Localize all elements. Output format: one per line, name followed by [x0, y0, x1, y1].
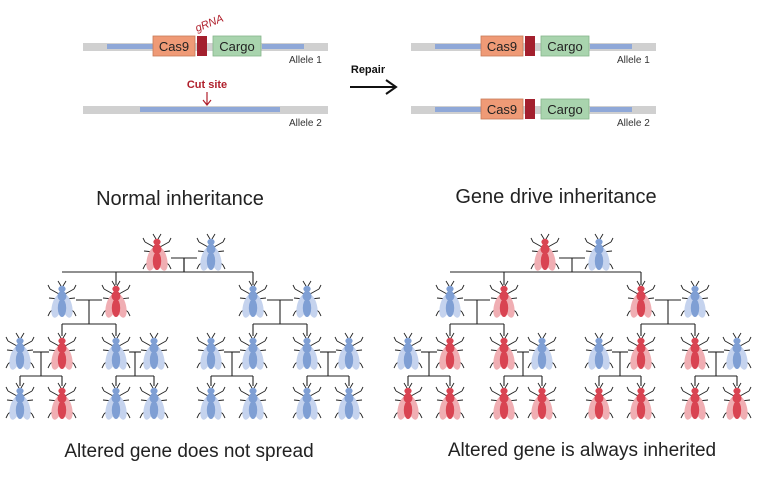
- fly-blue: [292, 332, 322, 370]
- normal-title: Normal inheritance: [96, 188, 264, 210]
- fly-red: [489, 382, 519, 420]
- cas9-box: [480, 35, 524, 57]
- normal-caption: Altered gene does not spread: [64, 441, 313, 462]
- fly-blue: [334, 332, 364, 370]
- cas9-box: [152, 35, 196, 57]
- homology-arm: [435, 107, 483, 112]
- fly-blue: [238, 280, 268, 318]
- fly-blue: [292, 382, 322, 420]
- fly-red: [489, 332, 519, 370]
- fly-red: [393, 382, 423, 420]
- fly-blue: [5, 332, 35, 370]
- fly-blue: [584, 332, 614, 370]
- grna-box: [525, 99, 535, 119]
- fly-red: [584, 382, 614, 420]
- homology-arm: [262, 44, 304, 49]
- fly-red: [142, 233, 172, 271]
- pedigree-trees: [5, 233, 752, 420]
- fly-red: [489, 280, 519, 318]
- construct-panel: Cas9 gRNA Cargo Allele 1 Cut site Allele…: [83, 13, 656, 129]
- fly-blue: [101, 332, 131, 370]
- fly-red: [435, 332, 465, 370]
- fly-blue: [196, 332, 226, 370]
- grna-box: [525, 36, 535, 56]
- right-allele1-label: Allele 1: [617, 55, 650, 66]
- grna-label: gRNA: [194, 13, 226, 35]
- fly-blue: [680, 280, 710, 318]
- fly-blue: [393, 332, 423, 370]
- left-allele1-label: Allele 1: [289, 55, 322, 66]
- drive-caption: Altered gene is always inherited: [448, 440, 716, 461]
- fly-blue: [238, 382, 268, 420]
- cargo-box: [540, 98, 590, 120]
- fly-red: [101, 280, 131, 318]
- fly-red: [626, 280, 656, 318]
- fly-blue: [47, 280, 77, 318]
- cargo-label: Cargo: [547, 102, 582, 117]
- cas9-label: Cas9: [159, 39, 189, 54]
- fly-red: [527, 382, 557, 420]
- fly-blue: [101, 382, 131, 420]
- fly-red: [530, 233, 560, 271]
- cargo-box: [212, 35, 262, 57]
- fly-red: [47, 332, 77, 370]
- fly-red: [680, 382, 710, 420]
- fly-blue: [527, 332, 557, 370]
- cargo-label: Cargo: [219, 39, 254, 54]
- fly-blue: [196, 233, 226, 271]
- homology-arm: [590, 107, 632, 112]
- fly-blue: [584, 233, 614, 271]
- fly-red: [626, 332, 656, 370]
- homology-arm: [435, 44, 483, 49]
- fly-blue: [196, 382, 226, 420]
- fly-blue: [238, 332, 268, 370]
- fly-red: [680, 332, 710, 370]
- cas9-box: [480, 98, 524, 120]
- homology-arm: [140, 107, 280, 112]
- cut-site-label: Cut site: [187, 79, 227, 91]
- repair-arrow: [350, 79, 398, 95]
- repair-label: Repair: [351, 64, 386, 76]
- drive-title: Gene drive inheritance: [455, 186, 656, 208]
- fly-red: [47, 382, 77, 420]
- fly-blue: [722, 332, 752, 370]
- fly-blue: [139, 332, 169, 370]
- cut-site-arrow: [202, 92, 212, 106]
- cargo-box: [540, 35, 590, 57]
- cas9-label: Cas9: [487, 102, 517, 117]
- homology-arm: [107, 44, 155, 49]
- homology-arm: [590, 44, 632, 49]
- cas9-label: Cas9: [487, 39, 517, 54]
- fly-red: [435, 382, 465, 420]
- fly-blue: [5, 382, 35, 420]
- right-allele2-label: Allele 2: [617, 118, 650, 129]
- fly-blue: [334, 382, 364, 420]
- fly-red: [722, 382, 752, 420]
- fly-red: [626, 382, 656, 420]
- fly-blue: [435, 280, 465, 318]
- fly-blue: [139, 382, 169, 420]
- left-allele2-label: Allele 2: [289, 118, 322, 129]
- fly-blue: [292, 280, 322, 318]
- cargo-label: Cargo: [547, 39, 582, 54]
- grna-box: [197, 36, 207, 56]
